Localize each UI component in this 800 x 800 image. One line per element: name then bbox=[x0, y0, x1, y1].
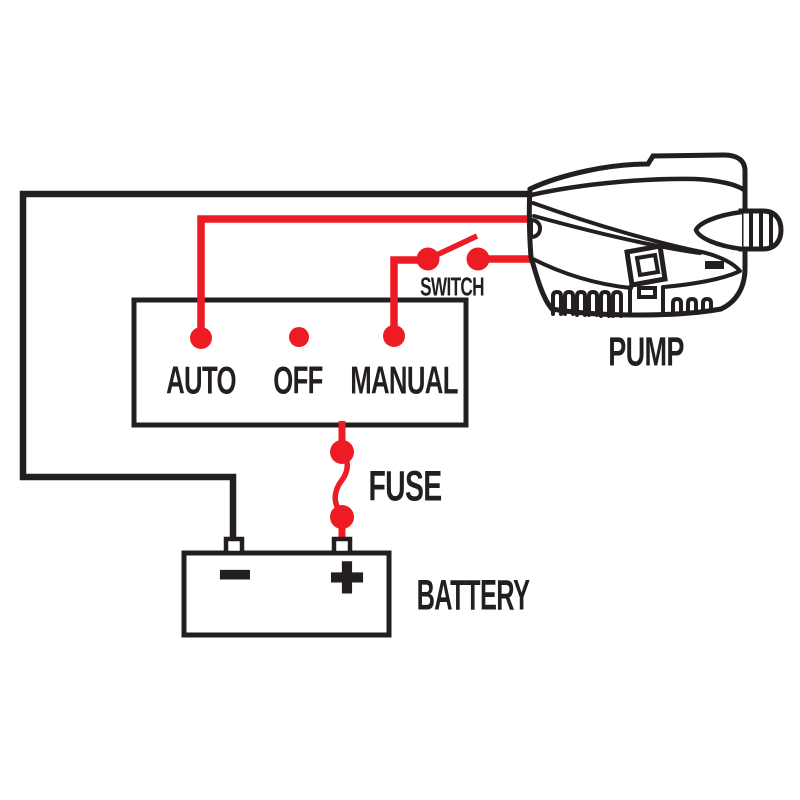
pump-minus-mark bbox=[705, 261, 724, 269]
float-switch-cover-inner bbox=[634, 252, 661, 278]
strainer-slots-left bbox=[551, 289, 623, 318]
battery-label: BATTERY bbox=[416, 571, 530, 620]
battery-positive-terminal bbox=[331, 536, 353, 556]
pump-outlet-ribs bbox=[749, 210, 773, 250]
auto-terminal-dot bbox=[190, 327, 212, 349]
battery-negative-terminal bbox=[223, 536, 245, 556]
off-label: OFF bbox=[273, 359, 323, 403]
fuse-terminal-top-dot bbox=[330, 440, 354, 464]
pump-lid-line bbox=[528, 176, 747, 198]
battery-positive-symbol: + bbox=[331, 545, 364, 608]
fuse-label: FUSE bbox=[368, 462, 442, 511]
manual-label: MANUAL bbox=[350, 359, 458, 403]
float-switch-pedestal bbox=[628, 285, 665, 316]
strainer-slots-right bbox=[671, 296, 713, 316]
off-terminal-dot bbox=[289, 327, 309, 347]
switch-label: SWITCH bbox=[420, 271, 484, 302]
float-switch-cover bbox=[624, 243, 668, 288]
pump-outlet-opening bbox=[693, 209, 745, 252]
ground-wire bbox=[19, 190, 534, 546]
auto-wire bbox=[197, 215, 534, 338]
switch-panel-box bbox=[131, 297, 469, 428]
switch-contact-left-dot bbox=[416, 247, 440, 271]
manual-terminal-dot bbox=[383, 325, 405, 347]
pump-seam-lower bbox=[532, 214, 702, 255]
pump-label: PUMP bbox=[608, 328, 684, 375]
strainer-edge-left bbox=[529, 256, 633, 290]
battery-box bbox=[181, 550, 392, 638]
pump-illustration bbox=[526, 152, 784, 318]
auto-label: AUTO bbox=[166, 359, 236, 403]
strainer-edge-right bbox=[662, 270, 740, 289]
switch-contact-right-dot bbox=[466, 247, 490, 271]
wire-entry-grommet bbox=[529, 217, 543, 240]
battery-negative-symbol: − bbox=[220, 546, 250, 604]
fuse-terminal-bottom-dot bbox=[330, 505, 354, 529]
pump-seam-upper bbox=[531, 201, 742, 273]
